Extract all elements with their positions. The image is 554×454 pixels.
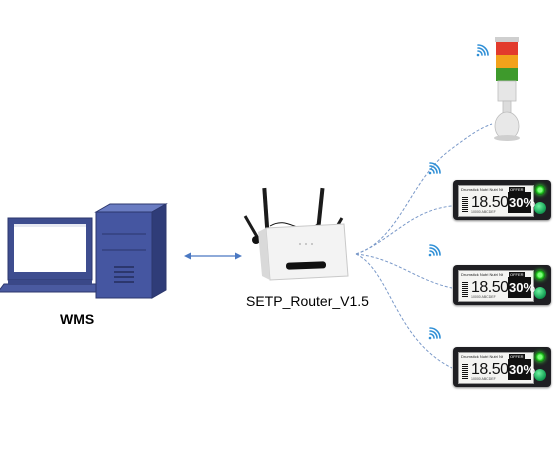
tag-footer: 10000 ABCDEF	[471, 210, 496, 214]
tag-qty-box: 30%	[508, 359, 535, 380]
wifi-icon	[428, 327, 441, 340]
tag-qty: 30%	[509, 195, 536, 210]
wifi-icon	[428, 162, 441, 175]
wms-label: WMS	[60, 311, 95, 327]
tag-header: Drumstick Nutri Nutri Nt	[461, 354, 504, 359]
tag-qty: 30%	[509, 362, 536, 377]
router-icon	[243, 187, 349, 281]
price-tag-icon: Drumstick Nutri Nutri Nt 18.50 30% OFFER…	[453, 347, 551, 387]
tag-footer: 10000 ABCDEF	[471, 377, 496, 381]
tag-screen: Drumstick Nutri Nutri Nt 18.50 30% OFFER…	[458, 352, 535, 384]
tag-button	[534, 202, 546, 214]
led-icon	[535, 352, 545, 362]
tag-price: 18.50	[471, 361, 509, 378]
tag-price: 18.50	[471, 194, 509, 211]
wifi-icon	[428, 244, 441, 257]
led-icon	[535, 270, 545, 280]
barcode-icon	[462, 281, 468, 297]
tag-header: Drumstick Nutri Nutri Nt	[461, 272, 504, 277]
tag-price: 18.50	[471, 279, 509, 296]
tag-screen: Drumstick Nutri Nutri Nt 18.50 30% OFFER…	[458, 270, 535, 302]
tag-offer: OFFER	[509, 354, 525, 359]
tag-offer: OFFER	[509, 272, 525, 277]
price-tag-icon: Drumstick Nutri Nutri Nt 18.50 30% OFFER…	[453, 265, 551, 305]
link-tower	[355, 123, 493, 255]
tag-offer: OFFER	[509, 187, 525, 192]
led-icon	[535, 185, 545, 195]
tag-qty-box: 30%	[508, 192, 535, 213]
wms-router-link	[184, 252, 242, 260]
tag-qty: 30%	[509, 280, 536, 295]
tag-footer: 10000 ABCDEF	[471, 295, 496, 299]
price-tag-icon: Drumstick Nutri Nutri Nt 18.50 30% OFFER…	[453, 180, 551, 220]
link-tag-2	[355, 253, 453, 289]
tag-screen: Drumstick Nutri Nutri Nt 18.50 30% OFFER…	[458, 185, 535, 217]
wifi-icon	[476, 44, 489, 57]
tag-button	[534, 369, 546, 381]
tag-button	[534, 287, 546, 299]
tag-qty-box: 30%	[508, 277, 535, 298]
computer-icon	[0, 203, 168, 299]
barcode-icon	[462, 196, 468, 212]
link-tag-3	[355, 253, 453, 369]
router-label: SETP_Router_V1.5	[246, 293, 369, 309]
link-tag-1	[355, 205, 453, 255]
barcode-icon	[462, 363, 468, 379]
signal-tower-icon	[494, 37, 520, 141]
wireless-links	[355, 123, 493, 369]
tag-header: Drumstick Nutri Nutri Nt	[461, 187, 504, 192]
